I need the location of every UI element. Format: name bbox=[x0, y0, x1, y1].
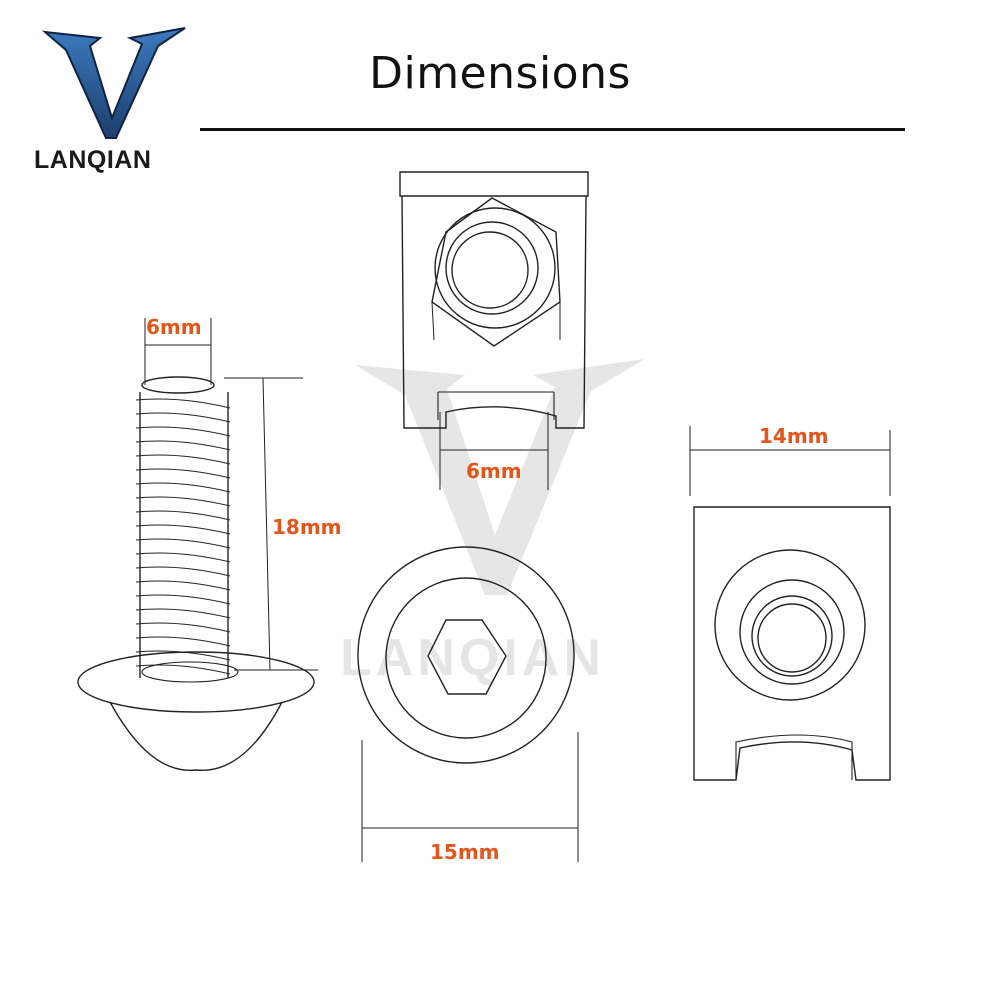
clip-width-label: 14mm bbox=[759, 424, 829, 448]
title-divider bbox=[200, 128, 905, 131]
screw-diameter-dimension bbox=[144, 318, 212, 385]
screw-length-label: 18mm bbox=[272, 515, 342, 539]
clip-hole-dimension bbox=[439, 412, 549, 490]
screw-diameter-label: 6mm bbox=[146, 315, 202, 339]
hex-socket bbox=[427, 619, 507, 695]
clip-top-view bbox=[399, 171, 589, 429]
clip-width-dimension bbox=[689, 426, 891, 496]
lanqian-logo bbox=[41, 27, 186, 139]
screw-side-view bbox=[77, 376, 315, 771]
clip-hole-label: 6mm bbox=[466, 459, 522, 483]
brand-name: LANQIAN bbox=[34, 146, 152, 174]
screw-head-end-view bbox=[357, 546, 575, 764]
head-diameter-dimension bbox=[361, 732, 579, 862]
hex-nut bbox=[431, 197, 561, 347]
clip-side-view bbox=[693, 506, 891, 781]
head-diameter-label: 15mm bbox=[430, 840, 500, 864]
screw-head-flange bbox=[77, 651, 315, 713]
screw-length-dimension bbox=[224, 377, 318, 671]
screw-threads bbox=[135, 398, 231, 675]
page-title: Dimensions bbox=[369, 48, 631, 99]
